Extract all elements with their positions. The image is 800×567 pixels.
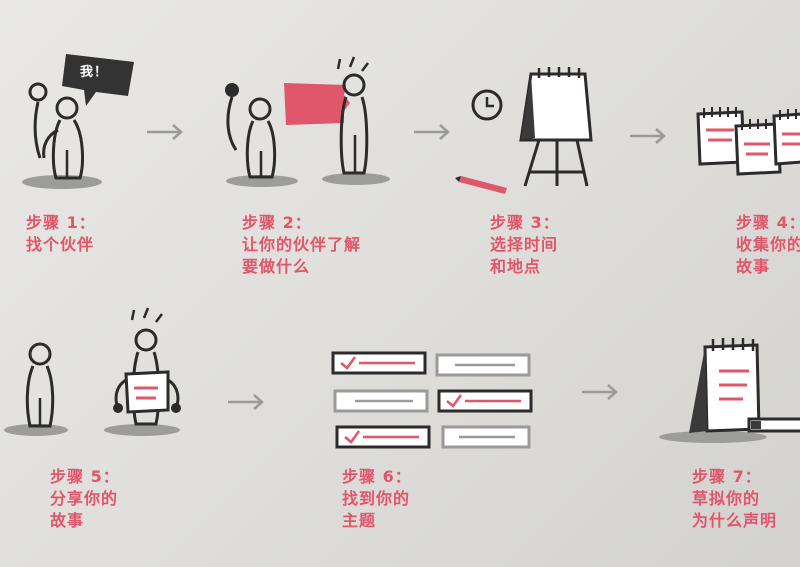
marker-icon bbox=[455, 176, 507, 194]
pen-icon bbox=[747, 417, 800, 433]
step-desc-line: 让你的伙伴了解 bbox=[242, 235, 362, 254]
step-7-label: 步骤 7： 草拟你的 为什么声明 bbox=[692, 466, 777, 532]
step-3-illustration bbox=[455, 67, 593, 194]
step-3-label: 步骤 3： 选择时间 和地点 bbox=[490, 212, 560, 278]
notepad-icon bbox=[734, 119, 782, 176]
step-desc-line: 故事 bbox=[50, 511, 85, 530]
step-5-illustration bbox=[4, 307, 181, 436]
card bbox=[441, 425, 531, 449]
step-desc-line: 要做什么 bbox=[242, 257, 311, 276]
step-title: 步骤 4： bbox=[736, 213, 800, 232]
arrow-right-icon bbox=[147, 124, 183, 140]
red-sign bbox=[284, 83, 350, 125]
step-desc-line: 收集你的 bbox=[736, 235, 800, 254]
step-4-illustration bbox=[696, 107, 800, 176]
notepad-icon bbox=[696, 107, 746, 166]
card-checked bbox=[437, 389, 533, 413]
card bbox=[435, 353, 531, 377]
step-5-label: 步骤 5： 分享你的 故事 bbox=[50, 466, 120, 532]
step-desc-line: 分享你的 bbox=[50, 489, 119, 508]
step-title: 步骤 1： bbox=[26, 213, 96, 232]
step-4-label: 步骤 4： 收集你的 故事 bbox=[736, 212, 800, 278]
step-title: 步骤 6： bbox=[342, 467, 412, 486]
step-1-label: 步骤 1： 找个伙伴 bbox=[26, 212, 96, 256]
notepad-icon bbox=[124, 370, 170, 414]
step-desc-line: 和地点 bbox=[490, 257, 542, 276]
step-title: 步骤 2： bbox=[242, 213, 312, 232]
arrow-right-icon bbox=[630, 128, 666, 144]
step-1-illustration bbox=[22, 54, 134, 189]
ground-shadow bbox=[22, 175, 102, 189]
step-desc-line: 找到你的 bbox=[342, 489, 411, 508]
step-2-label: 步骤 2： 让你的伙伴了解 要做什么 bbox=[242, 212, 361, 278]
step-desc-line: 为什么声明 bbox=[692, 511, 778, 530]
card-checked bbox=[331, 351, 427, 375]
step-7-illustration bbox=[659, 338, 800, 443]
step-2-illustration bbox=[225, 56, 390, 187]
arrow-right-icon bbox=[582, 384, 618, 400]
card bbox=[333, 389, 429, 413]
arrow-right-icon bbox=[228, 394, 264, 410]
step-desc-line: 找个伙伴 bbox=[26, 235, 95, 254]
notepad-icon bbox=[772, 109, 800, 166]
step-6-illustration bbox=[331, 351, 533, 449]
step-desc-line: 故事 bbox=[736, 257, 771, 276]
clock-icon bbox=[471, 89, 503, 121]
flipchart-easel-icon bbox=[519, 67, 593, 187]
card-checked bbox=[335, 425, 431, 449]
step-desc-line: 主题 bbox=[342, 511, 377, 530]
notepad-icon bbox=[689, 338, 761, 433]
step-title: 步骤 5： bbox=[50, 467, 120, 486]
speech-bubble-text: 我！ bbox=[80, 65, 109, 80]
step-6-label: 步骤 6： 找到你的 主题 bbox=[342, 466, 412, 532]
step-desc-line: 选择时间 bbox=[490, 235, 559, 254]
step-title: 步骤 3： bbox=[490, 213, 560, 232]
step-desc-line: 草拟你的 bbox=[692, 489, 761, 508]
step-title: 步骤 7： bbox=[692, 467, 762, 486]
arrow-right-icon bbox=[414, 124, 450, 140]
speech-bubble bbox=[62, 54, 134, 106]
